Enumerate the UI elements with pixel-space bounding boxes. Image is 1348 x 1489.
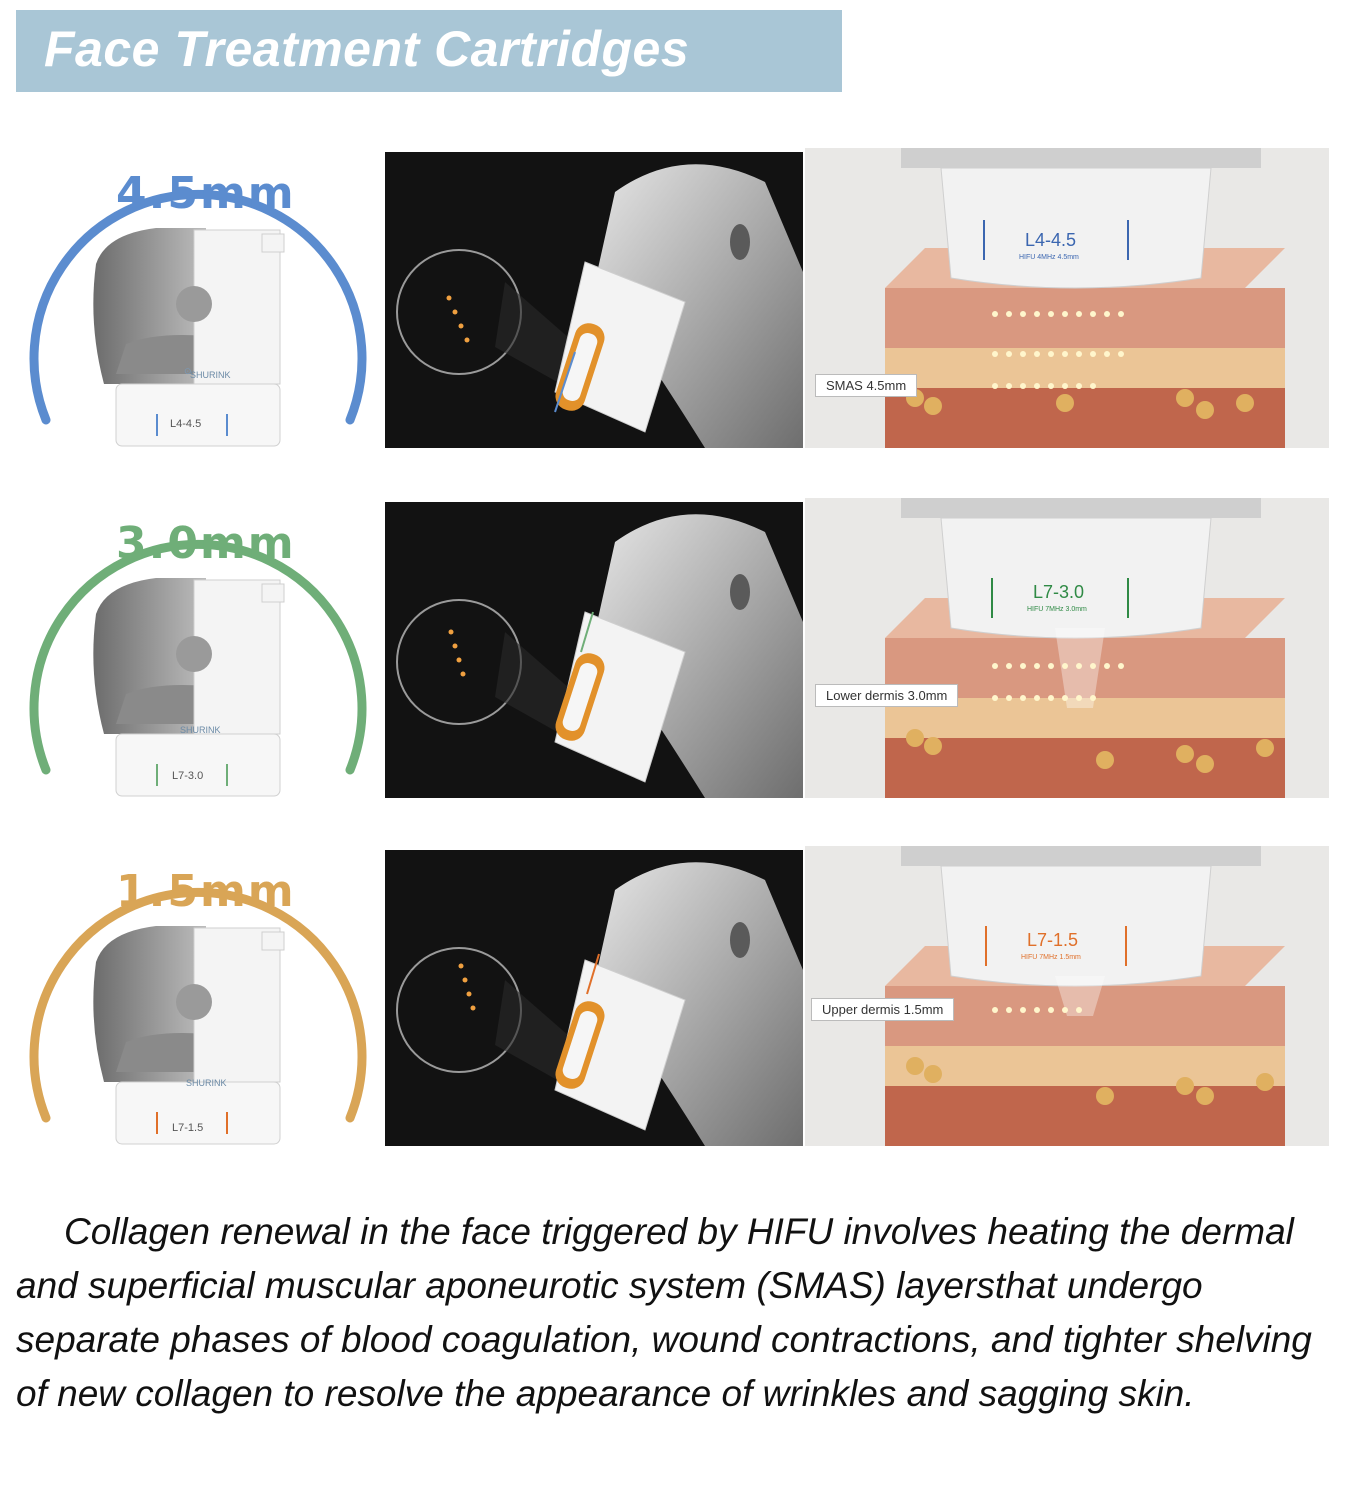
skin-block-illustration bbox=[885, 846, 1285, 1146]
screen-code: L7-3.0 bbox=[1033, 582, 1085, 602]
depth-ring-arc bbox=[29, 540, 367, 775]
page-title: Face Treatment Cartridges bbox=[44, 21, 690, 77]
cartridge-row-1-5mm: 1.5mm SHURINK L7-1.5 bbox=[0, 846, 1348, 1146]
cartridge-illustration bbox=[93, 578, 285, 797]
screen-spec: HIFU 7MHz 3.0mm bbox=[1027, 606, 1087, 613]
screen-code: L4-4.5 bbox=[1025, 230, 1077, 250]
screen-code: L7-1.5 bbox=[1027, 930, 1079, 950]
handpiece-photo bbox=[385, 152, 803, 448]
brand-logo-text: SHURINK bbox=[180, 725, 221, 735]
cartridge-illustration bbox=[93, 926, 285, 1145]
handpiece-illustration bbox=[396, 862, 803, 1146]
cartridge-row-3-0mm: 3.0mm SHURINK L7-3.0 bbox=[0, 498, 1348, 798]
brand-text: ⊙ bbox=[184, 366, 192, 376]
handpiece-illustration bbox=[396, 514, 803, 798]
depth-label: 3.0mm bbox=[116, 518, 296, 569]
depth-ring-arc bbox=[29, 888, 367, 1123]
depth-label: 1.5mm bbox=[116, 866, 296, 917]
cartridge-code: L4-4.5 bbox=[170, 418, 202, 430]
handpiece-photo bbox=[385, 850, 803, 1146]
cartridge-code: L7-3.0 bbox=[172, 770, 204, 782]
handpiece-photo bbox=[385, 502, 803, 798]
layer-label: SMAS 4.5mm bbox=[815, 374, 918, 397]
brand-logo-text: SHURINK bbox=[190, 370, 231, 380]
handpiece-illustration bbox=[396, 164, 803, 448]
skin-block-illustration bbox=[885, 498, 1285, 798]
skin-layer-diagram: L4-4.5 HIFU 4MHz 4.5mm SMAS 4.5mm bbox=[805, 148, 1329, 448]
depth-label: 4.5mm bbox=[116, 168, 296, 219]
screen-spec: HIFU 7MHz 1.5mm bbox=[1021, 954, 1081, 961]
depth-ring-arc bbox=[29, 190, 367, 425]
skin-layer-diagram: L7-3.0 HIFU 7MHz 3.0mm Lower dermis 3.0m… bbox=[805, 498, 1329, 798]
cartridge-illustration: ⊙ bbox=[93, 228, 285, 447]
title-banner: Face Treatment Cartridges bbox=[16, 10, 842, 92]
description-paragraph: Collagen renewal in the face triggered b… bbox=[16, 1211, 1312, 1414]
skin-block-illustration bbox=[885, 148, 1285, 448]
layer-label: Upper dermis 1.5mm bbox=[811, 998, 955, 1021]
cartridge-code: L7-1.5 bbox=[172, 1122, 204, 1134]
skin-layer-diagram: L7-1.5 HIFU 7MHz 1.5mm Upper dermis 1.5m… bbox=[805, 846, 1329, 1146]
brand-logo-text: SHURINK bbox=[186, 1078, 227, 1088]
cartridge-row-4-5mm: 4.5mm ⊙ SHURINK L4-4.5 bbox=[0, 148, 1348, 448]
layer-label: Lower dermis 3.0mm bbox=[815, 684, 959, 707]
screen-spec: HIFU 4MHz 4.5mm bbox=[1019, 254, 1079, 261]
